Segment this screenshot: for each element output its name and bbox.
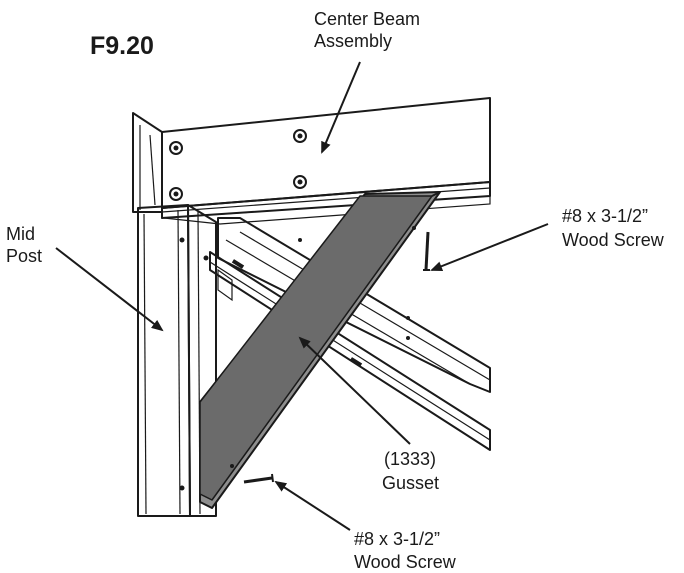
figure-id: F9.20 [90,32,154,60]
svg-text:Wood Screw: Wood Screw [562,230,665,250]
bolt-icon [169,187,183,201]
center-beam-leader [321,61,361,154]
screw-top-label: #8 x 3-1/2” Wood Screw [562,206,665,250]
screw-top-leader [430,223,549,271]
gusset-board [199,191,441,509]
screw-bottom-label: #8 x 3-1/2” Wood Screw [354,529,457,572]
svg-text:Wood Screw: Wood Screw [354,552,457,572]
wood-screw-bottom-icon [243,473,274,484]
svg-text:Post: Post [6,246,42,266]
bolt-icon [169,141,183,155]
mid-post-label: Mid Post [6,224,42,266]
svg-text:Mid: Mid [6,224,35,244]
svg-text:#8 x 3-1/2”: #8 x 3-1/2” [562,206,648,226]
svg-text:Center Beam: Center Beam [314,9,420,29]
gusset-label: (1333) Gusset [382,449,439,493]
svg-text:(1333): (1333) [384,449,436,469]
svg-text:Assembly: Assembly [314,31,392,51]
svg-text:Gusset: Gusset [382,473,439,493]
gusset-leader [298,336,411,445]
wood-screw-top-icon [423,231,430,271]
mid-post-leader [55,247,164,332]
svg-text:#8 x 3-1/2”: #8 x 3-1/2” [354,529,440,549]
bolt-icon [293,175,307,189]
lower-rail [209,251,491,451]
screw-bottom-leader [274,480,351,531]
center-beam [161,97,491,225]
center-beam-label: Center Beam Assembly [314,9,420,51]
bolt-icon [293,129,307,143]
